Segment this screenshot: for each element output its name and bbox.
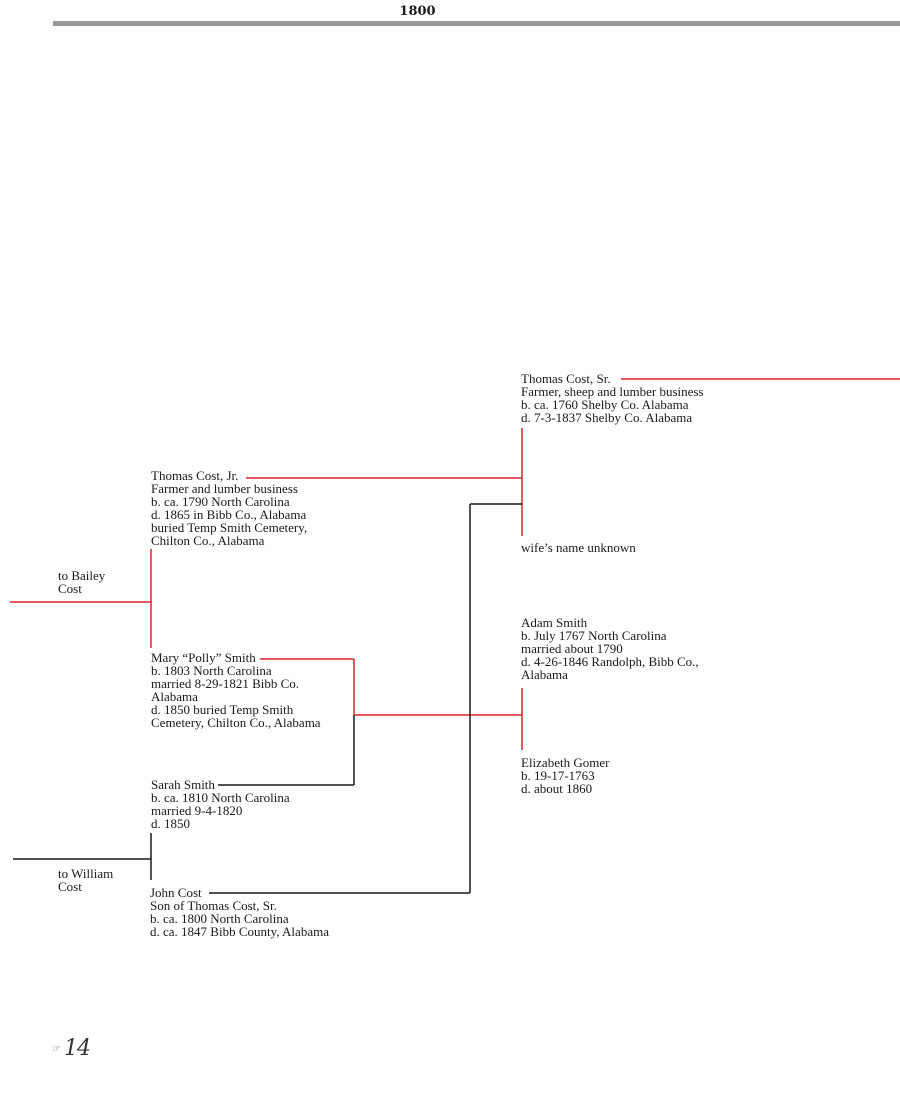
link-label-line: Cost: [58, 581, 82, 596]
person-name: Adam Smith: [521, 615, 588, 630]
header-rule: [53, 21, 900, 26]
link-label-line: to Bailey: [58, 568, 106, 583]
person-detail: Farmer, sheep and lumber business: [521, 384, 704, 399]
person-detail: Son of Thomas Cost, Sr.: [150, 898, 277, 913]
person-detail: Farmer and lumber business: [151, 481, 298, 496]
person-detail: d. ca. 1847 Bibb County, Alabama: [150, 924, 329, 939]
person-detail: d. about 1860: [521, 781, 593, 796]
person-elizabeth-gomer: Elizabeth Gomer b. 19-17-1763 d. about 1…: [521, 756, 609, 795]
person-name: John Cost: [150, 885, 202, 900]
person-detail: Alabama: [151, 689, 198, 704]
person-detail: married 8-29-1821 Bibb Co.: [151, 676, 300, 691]
person-detail: d. 1865 in Bibb Co., Alabama: [151, 507, 307, 522]
person-detail: buried Temp Smith Cemetery,: [151, 520, 308, 535]
person-detail: Chilton Co., Alabama: [151, 533, 265, 548]
person-name: Thomas Cost, Jr.: [151, 468, 239, 483]
person-john-cost: John Cost Son of Thomas Cost, Sr. b. ca.…: [150, 886, 329, 938]
link-label-line: Cost: [58, 879, 82, 894]
person-detail: d. 1850 buried Temp Smith: [151, 702, 294, 717]
person-detail: d. 4-26-1846 Randolph, Bibb Co.,: [521, 654, 699, 669]
red-lines: [10, 378, 900, 750]
person-name: Elizabeth Gomer: [521, 755, 610, 770]
person-detail: b. 19-17-1763: [521, 768, 595, 783]
person-detail: d. 7-3-1837 Shelby Co. Alabama: [521, 410, 693, 425]
person-detail: b. ca. 1760 Shelby Co. Alabama: [521, 397, 689, 412]
person-wife-unknown: wife’s name unknown: [521, 541, 636, 554]
person-detail: b. ca. 1800 North Carolina: [150, 911, 289, 926]
person-name: Mary “Polly” Smith: [151, 650, 256, 665]
black-lines: [13, 503, 522, 894]
person-name: wife’s name unknown: [521, 540, 636, 555]
person-name: Sarah Smith: [151, 777, 215, 792]
person-thomas-cost-jr: Thomas Cost, Jr. Farmer and lumber busin…: [151, 469, 307, 547]
person-detail: b. 1803 North Carolina: [151, 663, 272, 678]
page-number: ☞14: [52, 1036, 91, 1061]
person-detail: b. July 1767 North Carolina: [521, 628, 667, 643]
person-detail: married about 1790: [521, 641, 623, 656]
person-name: Thomas Cost, Sr.: [521, 371, 611, 386]
person-thomas-cost-sr: Thomas Cost, Sr. Farmer, sheep and lumbe…: [521, 372, 704, 424]
link-to-bailey-cost: to Bailey Cost: [58, 569, 105, 595]
person-adam-smith: Adam Smith b. July 1767 North Carolina m…: [521, 616, 699, 681]
person-mary-polly-smith: Mary “Polly” Smith b. 1803 North Carolin…: [151, 651, 321, 729]
person-detail: b. ca. 1790 North Carolina: [151, 494, 290, 509]
person-detail: d. 1850: [151, 816, 190, 831]
link-label-line: to William: [58, 866, 114, 881]
person-detail: Alabama: [521, 667, 568, 682]
person-detail: married 9-4-1820: [151, 803, 243, 818]
pointing-hand-icon: ☞: [52, 1043, 61, 1055]
header-year: 1800: [399, 4, 436, 19]
person-detail: b. ca. 1810 North Carolina: [151, 790, 290, 805]
person-sarah-smith: Sarah Smith b. ca. 1810 North Carolina m…: [151, 778, 290, 830]
person-detail: Cemetery, Chilton Co., Alabama: [151, 715, 321, 730]
page-number-value: 14: [63, 1036, 91, 1061]
link-to-william-cost: to William Cost: [58, 867, 113, 893]
